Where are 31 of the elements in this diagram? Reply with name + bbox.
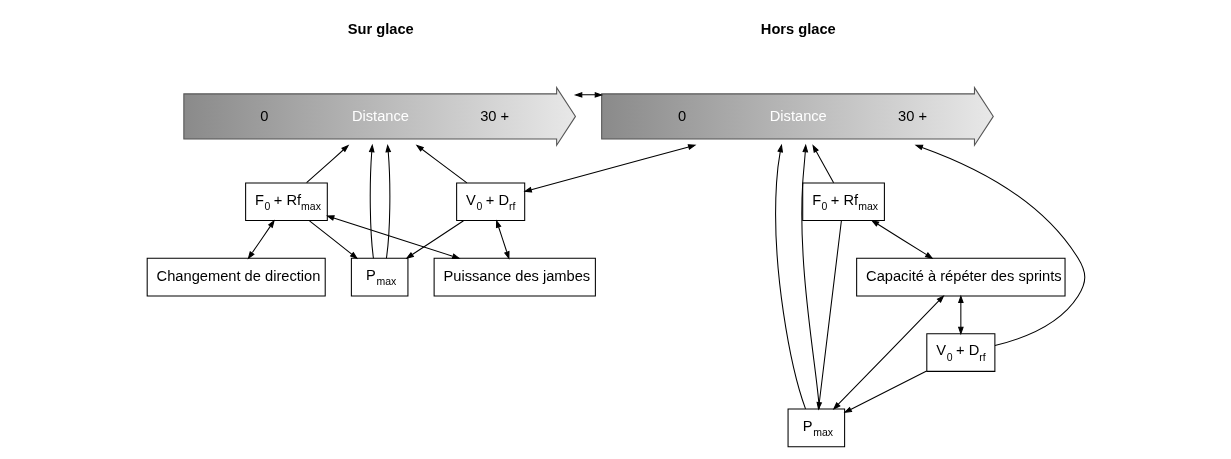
arrow <box>774 143 806 410</box>
arrow <box>870 219 933 259</box>
node-box: P$_{max}$ <box>350 257 408 297</box>
node-box: Capacité à répéter des sprints <box>855 257 1066 297</box>
arrow <box>247 219 275 260</box>
arrow <box>832 295 944 411</box>
node-box: Puissance des jambes <box>433 257 596 297</box>
arrow <box>957 294 964 336</box>
node-box: V$_{0}$ + D$_{rf}$ <box>925 333 995 372</box>
arrow <box>815 220 842 411</box>
arrow <box>325 215 460 259</box>
arrow <box>573 91 603 98</box>
label: Hors glace <box>760 20 836 37</box>
arrow <box>415 144 467 184</box>
arrow <box>495 219 510 260</box>
node-box: Changement de direction <box>146 257 326 297</box>
arrow <box>305 144 349 184</box>
arrow <box>811 144 834 184</box>
arrow <box>405 220 464 259</box>
arrow <box>368 143 375 259</box>
arrow <box>384 143 391 259</box>
node-box: F$_{0}$ + Rf$_{max}$ <box>244 182 328 222</box>
node-box: V$_{0}$ + D$_{rf}$ <box>455 182 525 222</box>
arrow <box>914 144 1085 347</box>
arrow <box>843 370 927 414</box>
arrow <box>308 220 358 260</box>
arrow <box>800 143 820 410</box>
node-box: F$_{0}$ + Rf$_{max}$ <box>801 182 885 222</box>
label: Sur glace <box>347 20 414 37</box>
node-box: P$_{max}$ <box>787 408 845 448</box>
arrow <box>522 144 696 193</box>
